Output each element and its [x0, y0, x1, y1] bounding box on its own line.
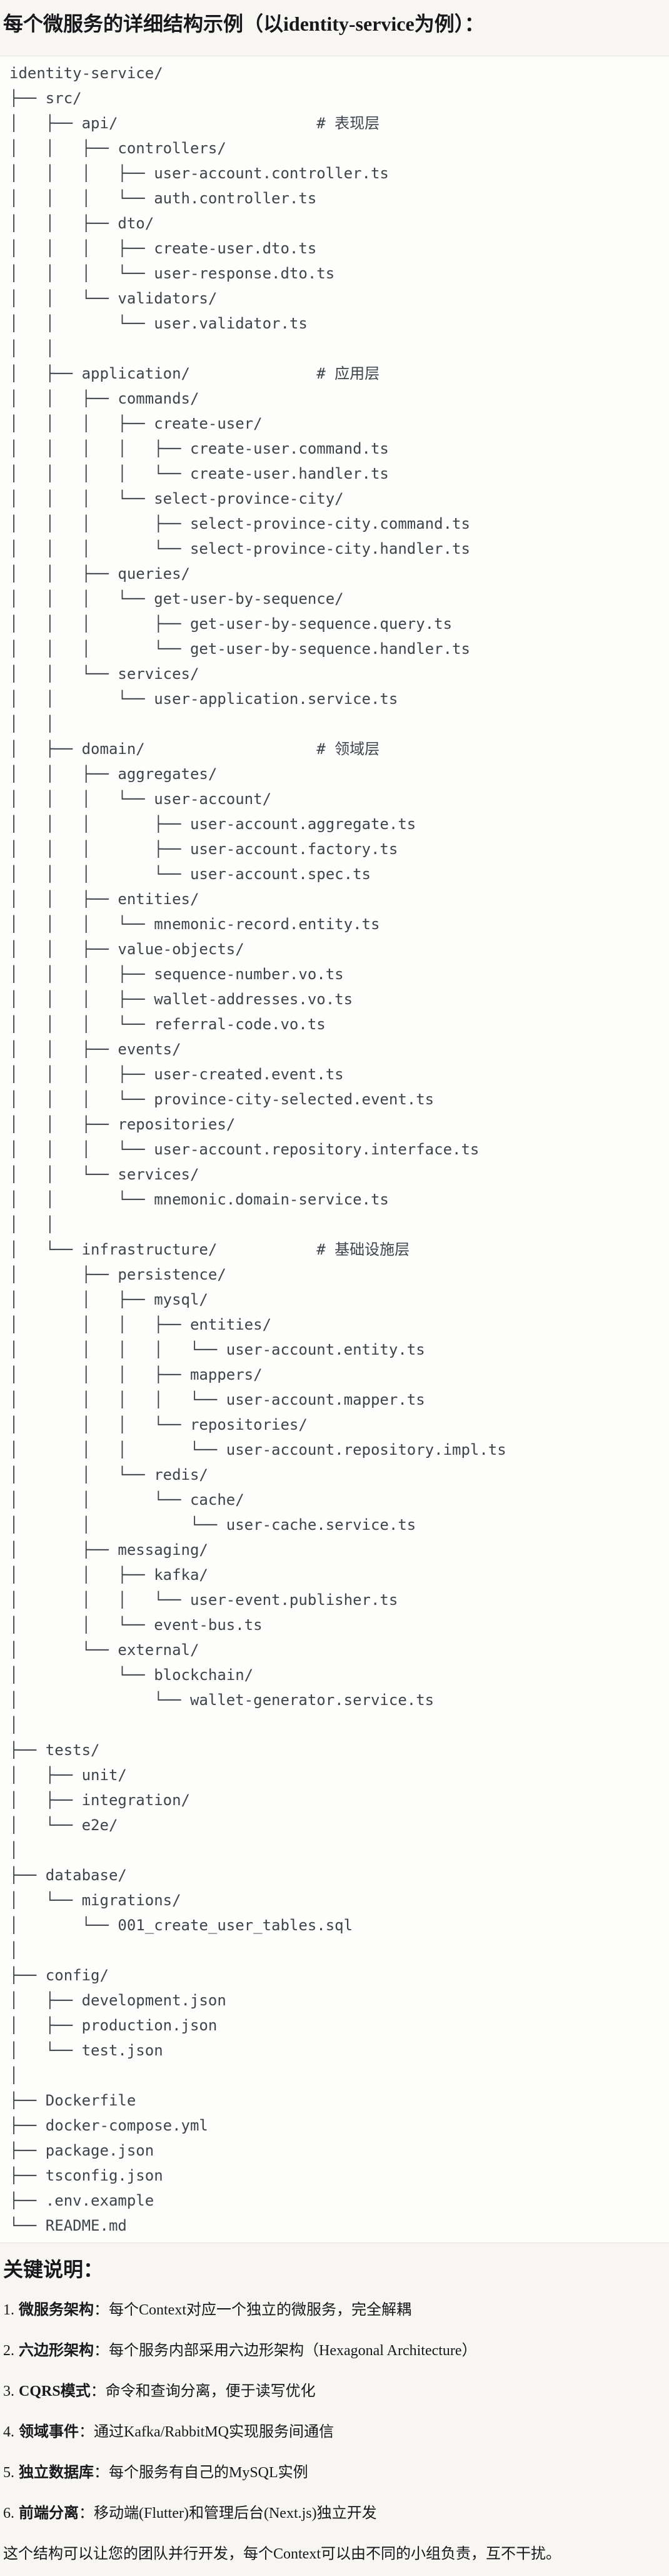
note-number: 1. [3, 2302, 14, 2318]
key-notes-section: 关键说明： 1. 微服务架构：每个Context对应一个独立的微服务，完全解耦 2… [0, 2257, 669, 2565]
note-text: ：通过Kafka/RabbitMQ实现服务间通信 [79, 2424, 334, 2440]
note-label: 前端分离 [19, 2505, 79, 2522]
note-item-2: 2. 六边形架构：每个服务内部采用六边形架构（Hexagonal Architec… [3, 2340, 665, 2361]
note-item-4: 4. 领域事件：通过Kafka/RabbitMQ实现服务间通信 [3, 2421, 665, 2443]
note-number: 5. [3, 2465, 14, 2481]
document: 每个微服务的详细结构示例（以identity-service为例）： ident… [0, 10, 669, 2573]
note-text: ：命令和查询分离，便于读写优化 [90, 2383, 316, 2400]
note-label: 领域事件 [19, 2424, 79, 2440]
note-item-5: 5. 独立数据库：每个服务有自己的MySQL实例 [3, 2462, 665, 2483]
note-text: ：移动端(Flutter)和管理后台(Next.js)独立开发 [79, 2505, 377, 2522]
note-number: 6. [3, 2505, 14, 2522]
note-label: CQRS模式 [19, 2383, 91, 2400]
note-number: 4. [3, 2424, 14, 2440]
key-notes-heading: 关键说明： [3, 2258, 104, 2281]
note-label: 独立数据库 [19, 2465, 94, 2481]
summary-paragraph: 这个结构可以让您的团队并行开发，每个Context可以由不同的小组负责，互不干扰… [3, 2546, 561, 2562]
note-item-6: 6. 前端分离：移动端(Flutter)和管理后台(Next.js)独立开发 [3, 2503, 665, 2524]
note-item-3: 3. CQRS模式：命令和查询分离，便于读写优化 [3, 2381, 665, 2402]
note-item-1: 1. 微服务架构：每个Context对应一个独立的微服务，完全解耦 [3, 2299, 665, 2321]
page-title: 每个微服务的详细结构示例（以identity-service为例）： [3, 13, 485, 35]
note-text: ：每个服务内部采用六边形架构（Hexagonal Architecture） [94, 2343, 477, 2359]
note-number: 3. [3, 2383, 14, 2400]
note-text: ：每个Context对应一个独立的微服务，完全解耦 [94, 2302, 411, 2318]
file-tree: identity-service/ ├── src/ │ ├── api/ # … [0, 56, 669, 2243]
note-text: ：每个服务有自己的MySQL实例 [94, 2465, 308, 2481]
note-label: 微服务架构 [19, 2302, 94, 2318]
note-number: 2. [3, 2343, 14, 2359]
note-label: 六边形架构 [19, 2343, 94, 2359]
